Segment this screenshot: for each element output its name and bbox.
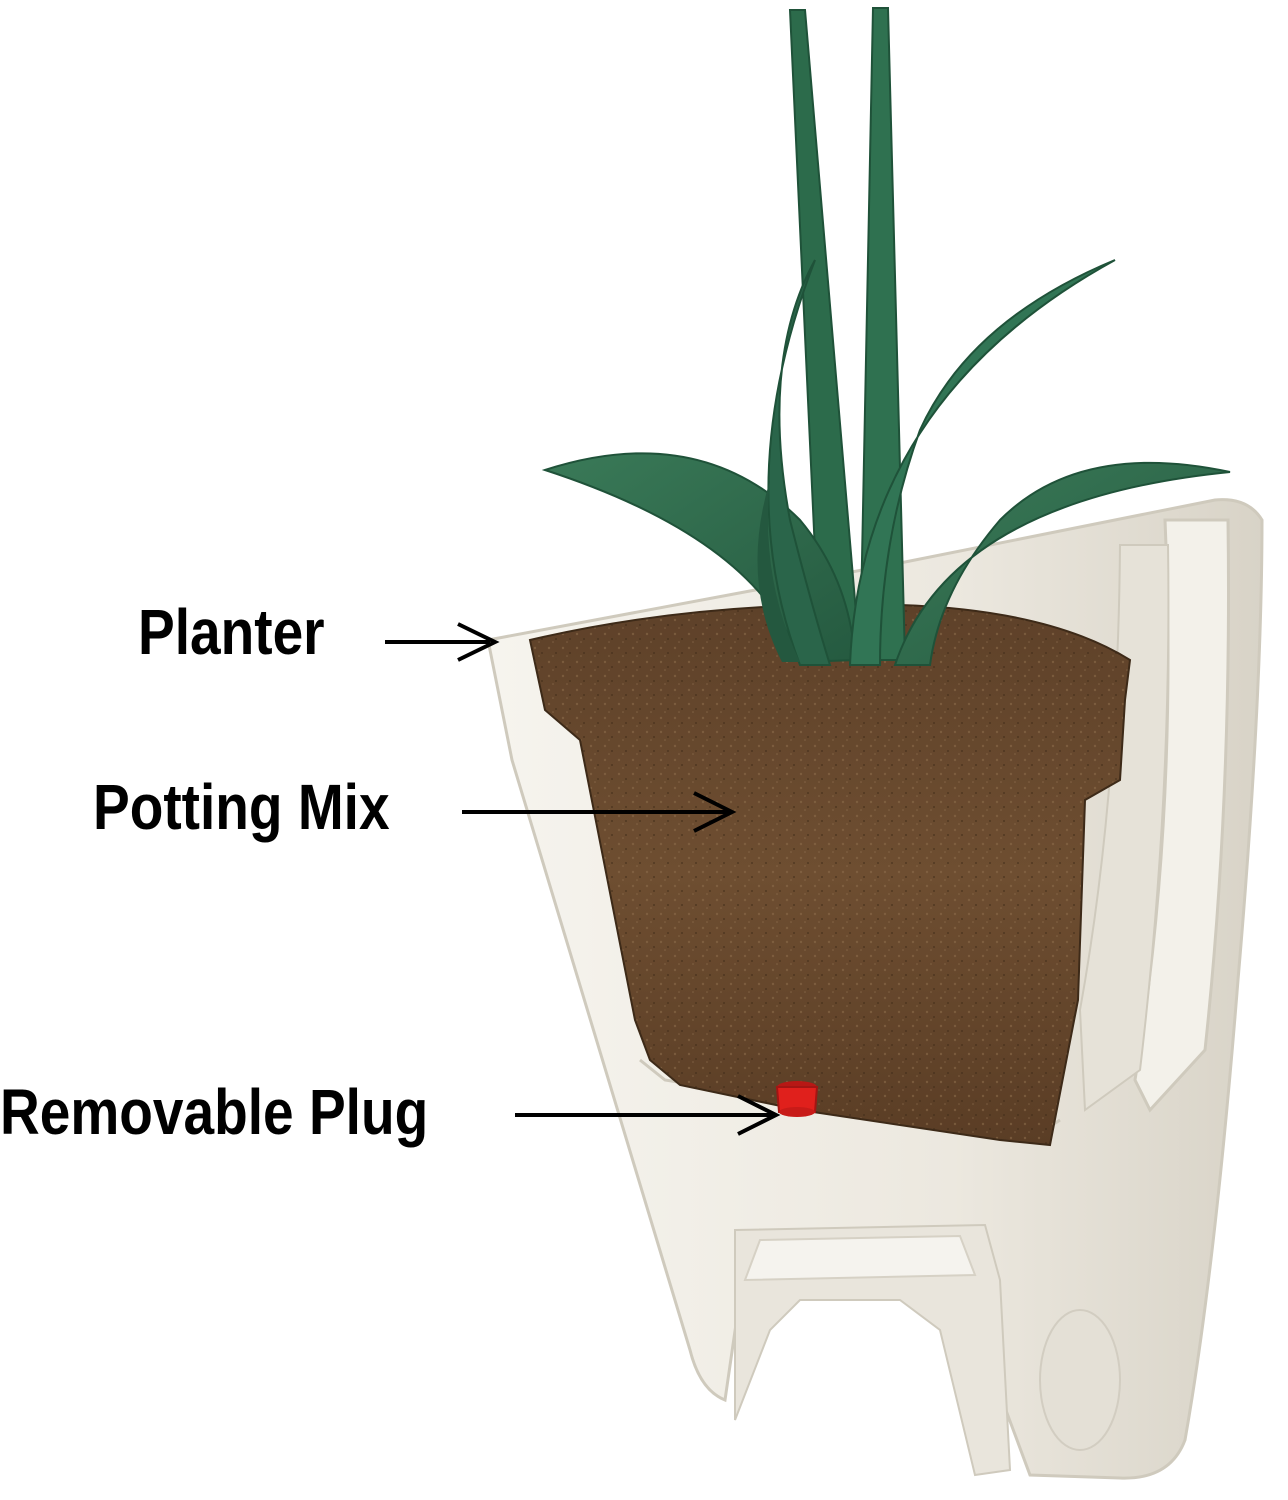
arrow-potting-mix bbox=[462, 791, 737, 833]
label-removable-plug: Removable Plug bbox=[0, 1076, 429, 1148]
label-planter: Planter bbox=[138, 596, 325, 668]
label-potting-mix: Potting Mix bbox=[93, 771, 390, 843]
potting-mix-soil bbox=[528, 603, 1132, 1147]
arrow-planter bbox=[385, 622, 500, 662]
plant-leaves bbox=[541, 7, 1231, 666]
arrow-removable-plug bbox=[515, 1094, 781, 1136]
removable-plug bbox=[775, 1081, 819, 1117]
